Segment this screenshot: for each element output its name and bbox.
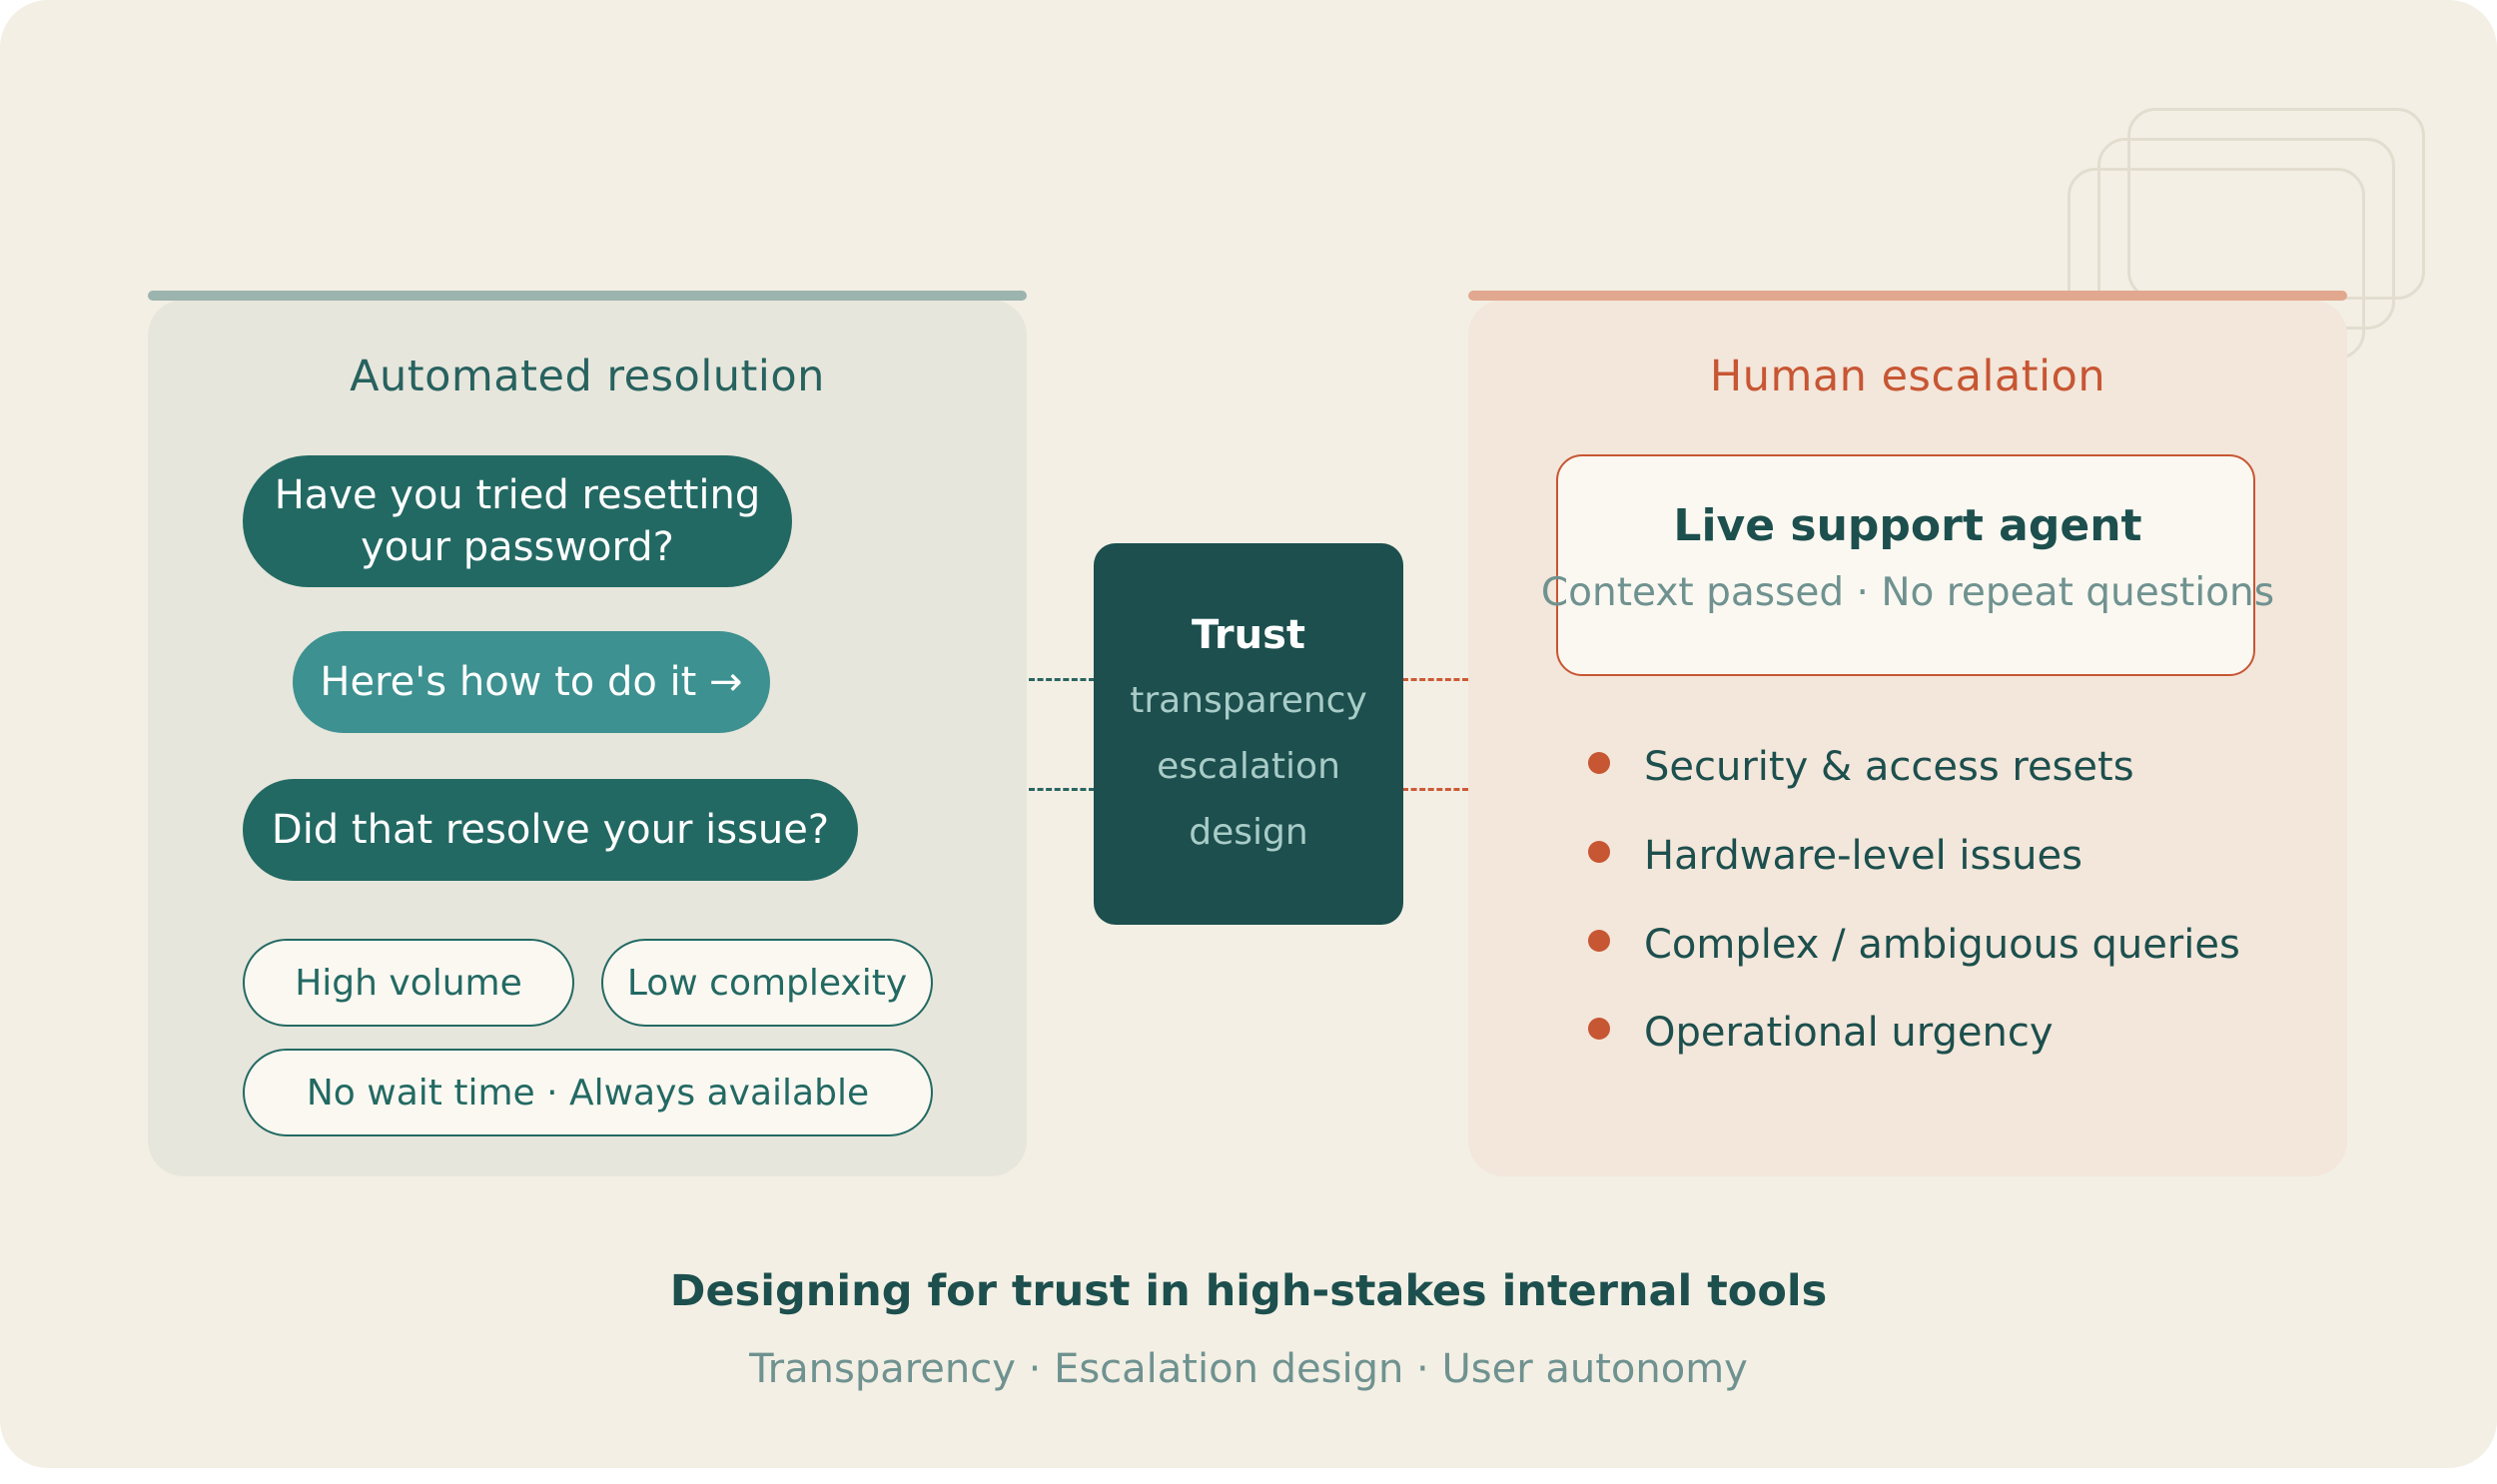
tag-low-complexity: Low complexity	[601, 939, 933, 1027]
tag-always-available: No wait time · Always available	[243, 1049, 933, 1136]
tag-high-volume: High volume	[243, 939, 574, 1027]
trust-word-design: design	[1189, 812, 1308, 853]
human-escalation-title: Human escalation	[1709, 352, 2106, 401]
panel-accent-bar	[148, 291, 1027, 301]
escalation-item-text: Hardware-level issues	[1644, 833, 2082, 879]
bullet-dot-icon	[1588, 752, 1610, 774]
escalation-item-text: Operational urgency	[1644, 1010, 2054, 1056]
agent-card-title: Live support agent	[1673, 500, 2142, 551]
bot-followup-bubble: Did that resolve your issue?	[243, 779, 858, 881]
bullet-dot-icon	[1588, 930, 1610, 952]
human-escalation-panel: Human escalation Live support agent Cont…	[1468, 291, 2347, 1176]
right-connector-line	[1402, 788, 1468, 791]
caption-subtitle: Transparency · Escalation design · User …	[749, 1346, 1748, 1392]
trust-title: Trust	[1191, 612, 1306, 658]
bot-question-bubble: Have you tried resetting your password?	[243, 455, 792, 587]
live-agent-card: Live support agent Context passed · No r…	[1541, 454, 2274, 676]
escalation-list-item: Hardware-level issues	[1588, 826, 2082, 886]
escalation-list-item: Security & access resets	[1588, 737, 2134, 797]
bullet-dot-icon	[1588, 1018, 1610, 1040]
automated-resolution-title: Automated resolution	[350, 352, 825, 401]
left-connector-line	[1029, 678, 1095, 681]
trust-hub: Trust transparency escalation design	[1094, 543, 1403, 925]
escalation-item-text: Security & access resets	[1644, 744, 2134, 790]
escalation-list-item: Complex / ambiguous queries	[1588, 915, 2240, 975]
bullet-dot-icon	[1588, 841, 1610, 863]
panel-accent-bar	[1468, 291, 2347, 301]
caption-title: Designing for trust in high-stakes inter…	[669, 1266, 1828, 1316]
escalation-item-text: Complex / ambiguous queries	[1644, 922, 2240, 968]
automated-resolution-panel: Automated resolution Have you tried rese…	[148, 291, 1027, 1176]
trust-word-transparency: transparency	[1130, 680, 1367, 721]
left-connector-line	[1029, 788, 1095, 791]
agent-card-subtitle: Context passed · No repeat questions	[1540, 570, 2275, 615]
trust-word-escalation: escalation	[1157, 746, 1340, 787]
right-connector-line	[1402, 678, 1468, 681]
bot-answer-bubble: Here's how to do it →	[293, 631, 770, 733]
escalation-list-item: Operational urgency	[1588, 1003, 2054, 1063]
